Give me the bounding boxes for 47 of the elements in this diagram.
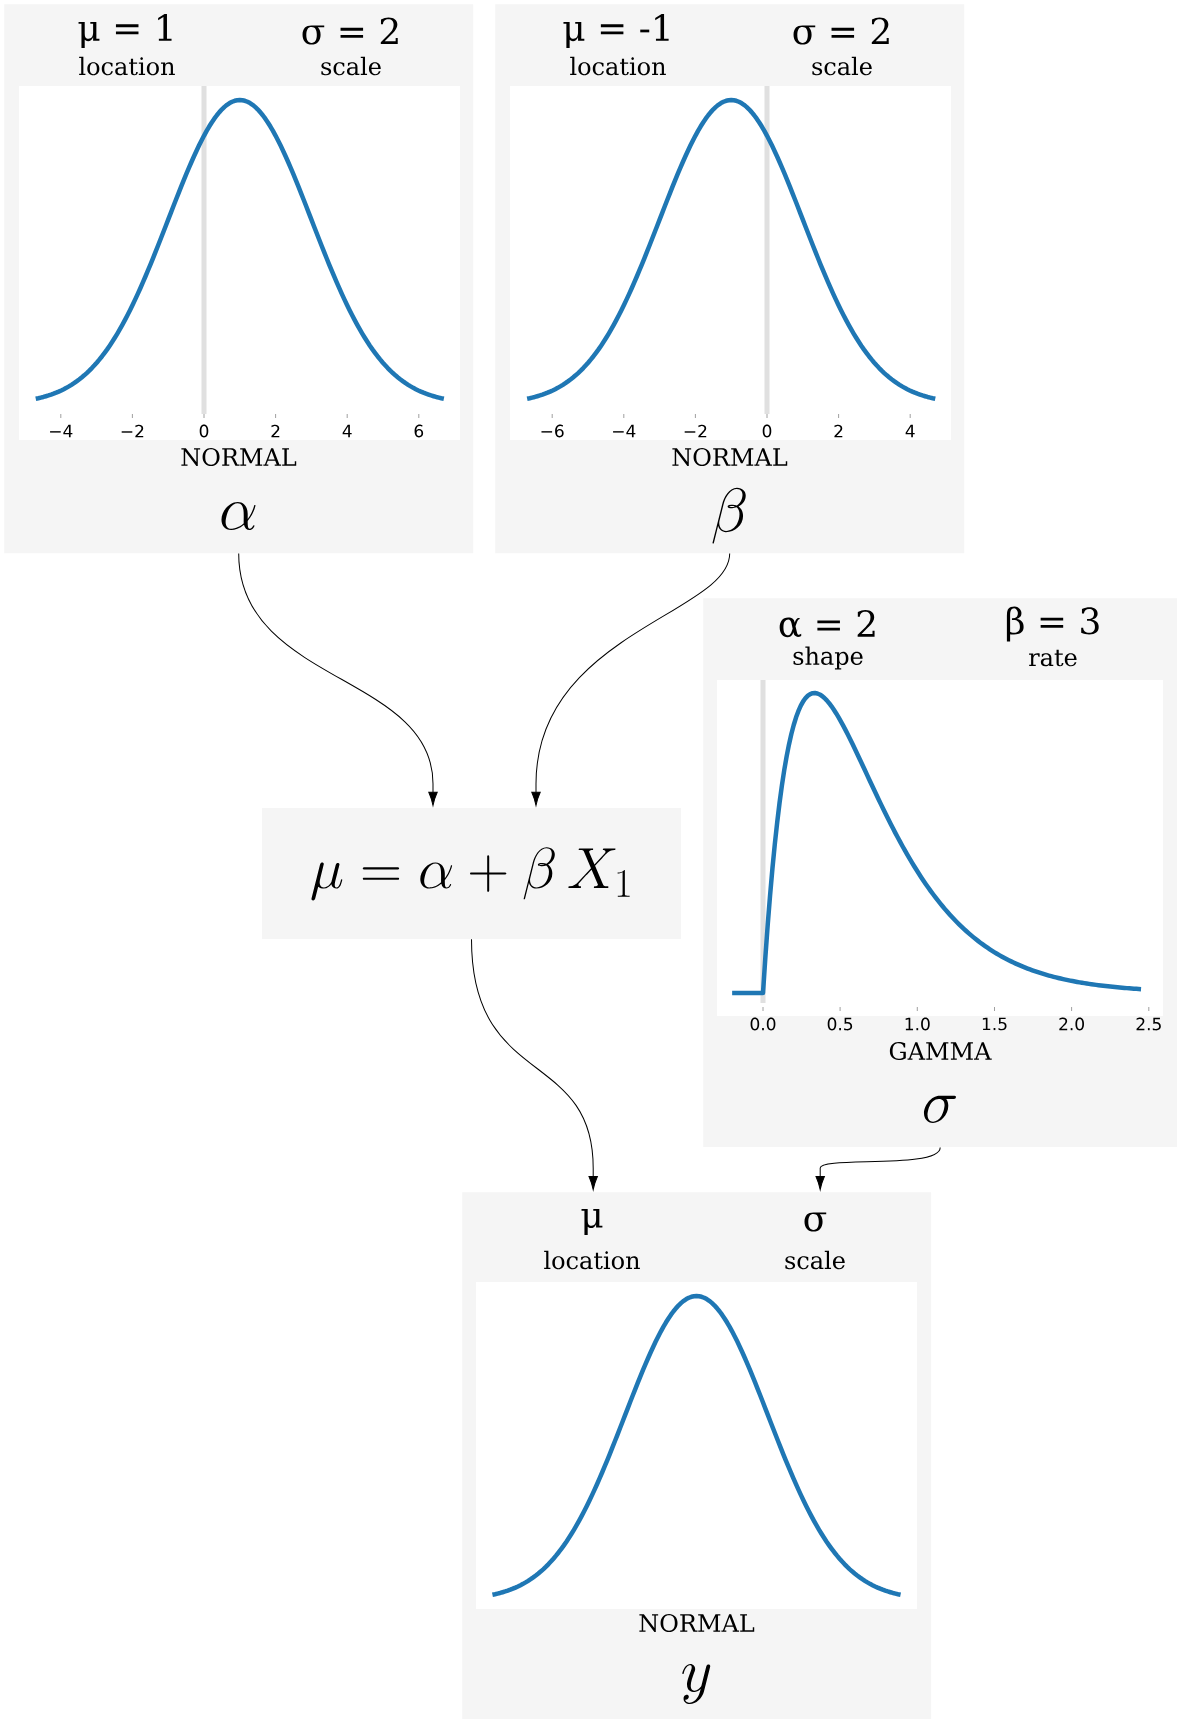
tick-label: 1.0 [905, 1017, 930, 1031]
tick-label: −6 [541, 424, 564, 438]
variable-symbol: $\beta$ [712, 487, 746, 544]
arrow [471, 938, 598, 1191]
tick-label: −2 [684, 424, 707, 438]
param-value: α = 2 [779, 610, 875, 638]
distribution-name: GAMMA [889, 1041, 992, 1061]
tick-label: 2.5 [1136, 1017, 1161, 1031]
param-label: scale [321, 56, 381, 76]
param-value: σ = 2 [302, 17, 398, 45]
variable-symbol: $\sigma$ [924, 1095, 956, 1123]
tick-label: −4 [50, 424, 73, 438]
tick-label: 0.5 [827, 1017, 853, 1031]
arrow [815, 1146, 941, 1191]
param-label: scale [785, 1250, 845, 1270]
tick-label: −4 [613, 424, 636, 438]
variable-symbol: $y$ [682, 1664, 711, 1704]
param-label: shape [793, 646, 863, 670]
tick-label: 2 [271, 424, 280, 438]
distribution-name: NORMAL [181, 447, 297, 467]
param-value: μ = -1 [563, 13, 669, 49]
tick-label: 1.5 [982, 1017, 1007, 1031]
param-label: location [570, 56, 666, 76]
distribution-name: NORMAL [672, 447, 788, 467]
tick-label: 2 [834, 424, 843, 438]
param-value: σ = 2 [793, 17, 889, 45]
formula-box: $\mu = \alpha + \beta\, X_1$ [262, 808, 681, 939]
param-value: μ [581, 1208, 603, 1236]
tick-label: 6 [414, 424, 424, 438]
tick-label: 0 [199, 424, 209, 438]
tick-label: 4 [905, 424, 915, 438]
param-label: scale [812, 56, 872, 76]
param-value: μ = 1 [78, 13, 172, 49]
param-label: location [544, 1250, 640, 1270]
arrow [531, 552, 731, 806]
tick-label: −2 [121, 424, 144, 438]
param-value: β = 3 [1006, 606, 1099, 642]
param-label: location [79, 56, 175, 76]
param-label: rate [1029, 649, 1077, 667]
tick-label: 0 [762, 424, 772, 438]
variable-symbol: $\alpha$ [221, 502, 256, 530]
tick-label: 2.0 [1059, 1017, 1084, 1031]
param-value: σ [804, 1212, 827, 1232]
arrow [238, 552, 438, 806]
tick-label: 4 [342, 424, 352, 438]
distribution-name: NORMAL [639, 1613, 755, 1633]
tick-label: 0.0 [750, 1017, 776, 1031]
